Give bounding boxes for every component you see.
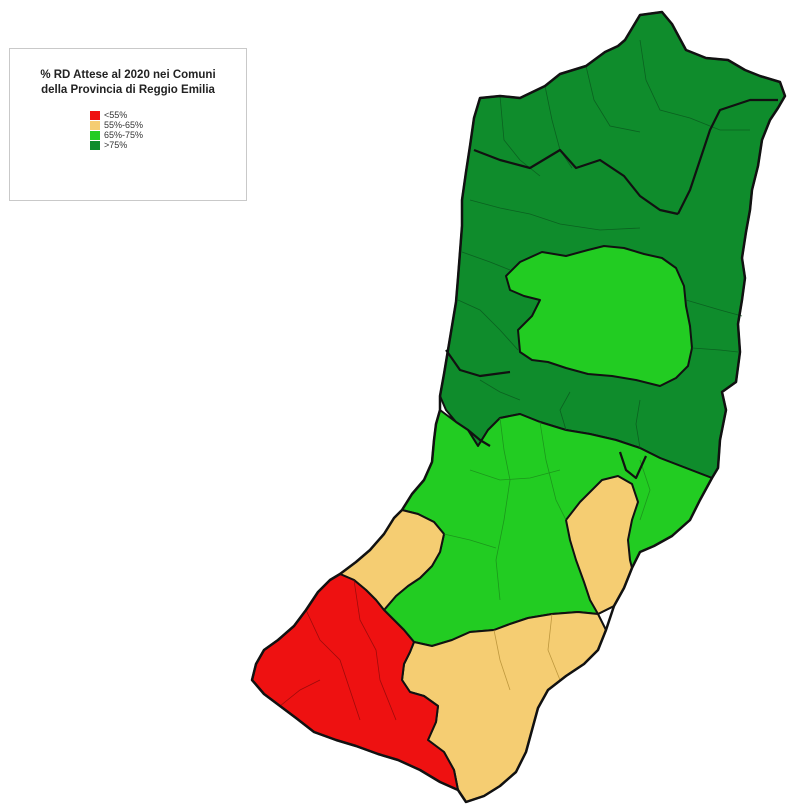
internal-boundaries-red bbox=[279, 579, 397, 721]
internal-boundaries bbox=[457, 39, 750, 449]
legend-label-lt55: <55% bbox=[104, 110, 128, 120]
province-outline bbox=[250, 10, 787, 804]
legend-label-65-75: 65%-75% bbox=[104, 130, 144, 140]
legend-swatch-65-75 bbox=[90, 130, 100, 140]
legend-title-line-2: della Provincia di Reggio Emilia bbox=[41, 84, 215, 96]
legend-item-55-65: 55%-65% bbox=[90, 120, 143, 130]
legend-label-55-65: 55%-65% bbox=[104, 120, 144, 130]
legend-title: % RD Attese al 2020 nei Comuni della Pro… bbox=[10, 68, 246, 98]
legend-label-gt75: >75% bbox=[104, 140, 128, 150]
legend-swatch-lt55 bbox=[90, 110, 100, 120]
map-legend: % RD Attese al 2020 nei Comuni della Pro… bbox=[9, 48, 247, 201]
legend-swatch-gt75 bbox=[90, 140, 100, 150]
legend-title-line-1: % RD Attese al 2020 nei Comuni bbox=[40, 69, 216, 81]
legend-items: <55% 55%-65% 65%-75% >75% bbox=[90, 110, 143, 150]
legend-item-lt55: <55% bbox=[90, 110, 143, 120]
legend-swatch-55-65 bbox=[90, 120, 100, 130]
legend-item-65-75: 65%-75% bbox=[90, 130, 143, 140]
internal-boundaries-light bbox=[443, 417, 651, 601]
district-boundaries bbox=[445, 98, 778, 480]
legend-item-gt75: >75% bbox=[90, 140, 143, 150]
region-center-65-75 bbox=[505, 245, 693, 387]
internal-boundaries-yellow bbox=[493, 613, 561, 691]
region-north-gt75 bbox=[439, 11, 786, 479]
